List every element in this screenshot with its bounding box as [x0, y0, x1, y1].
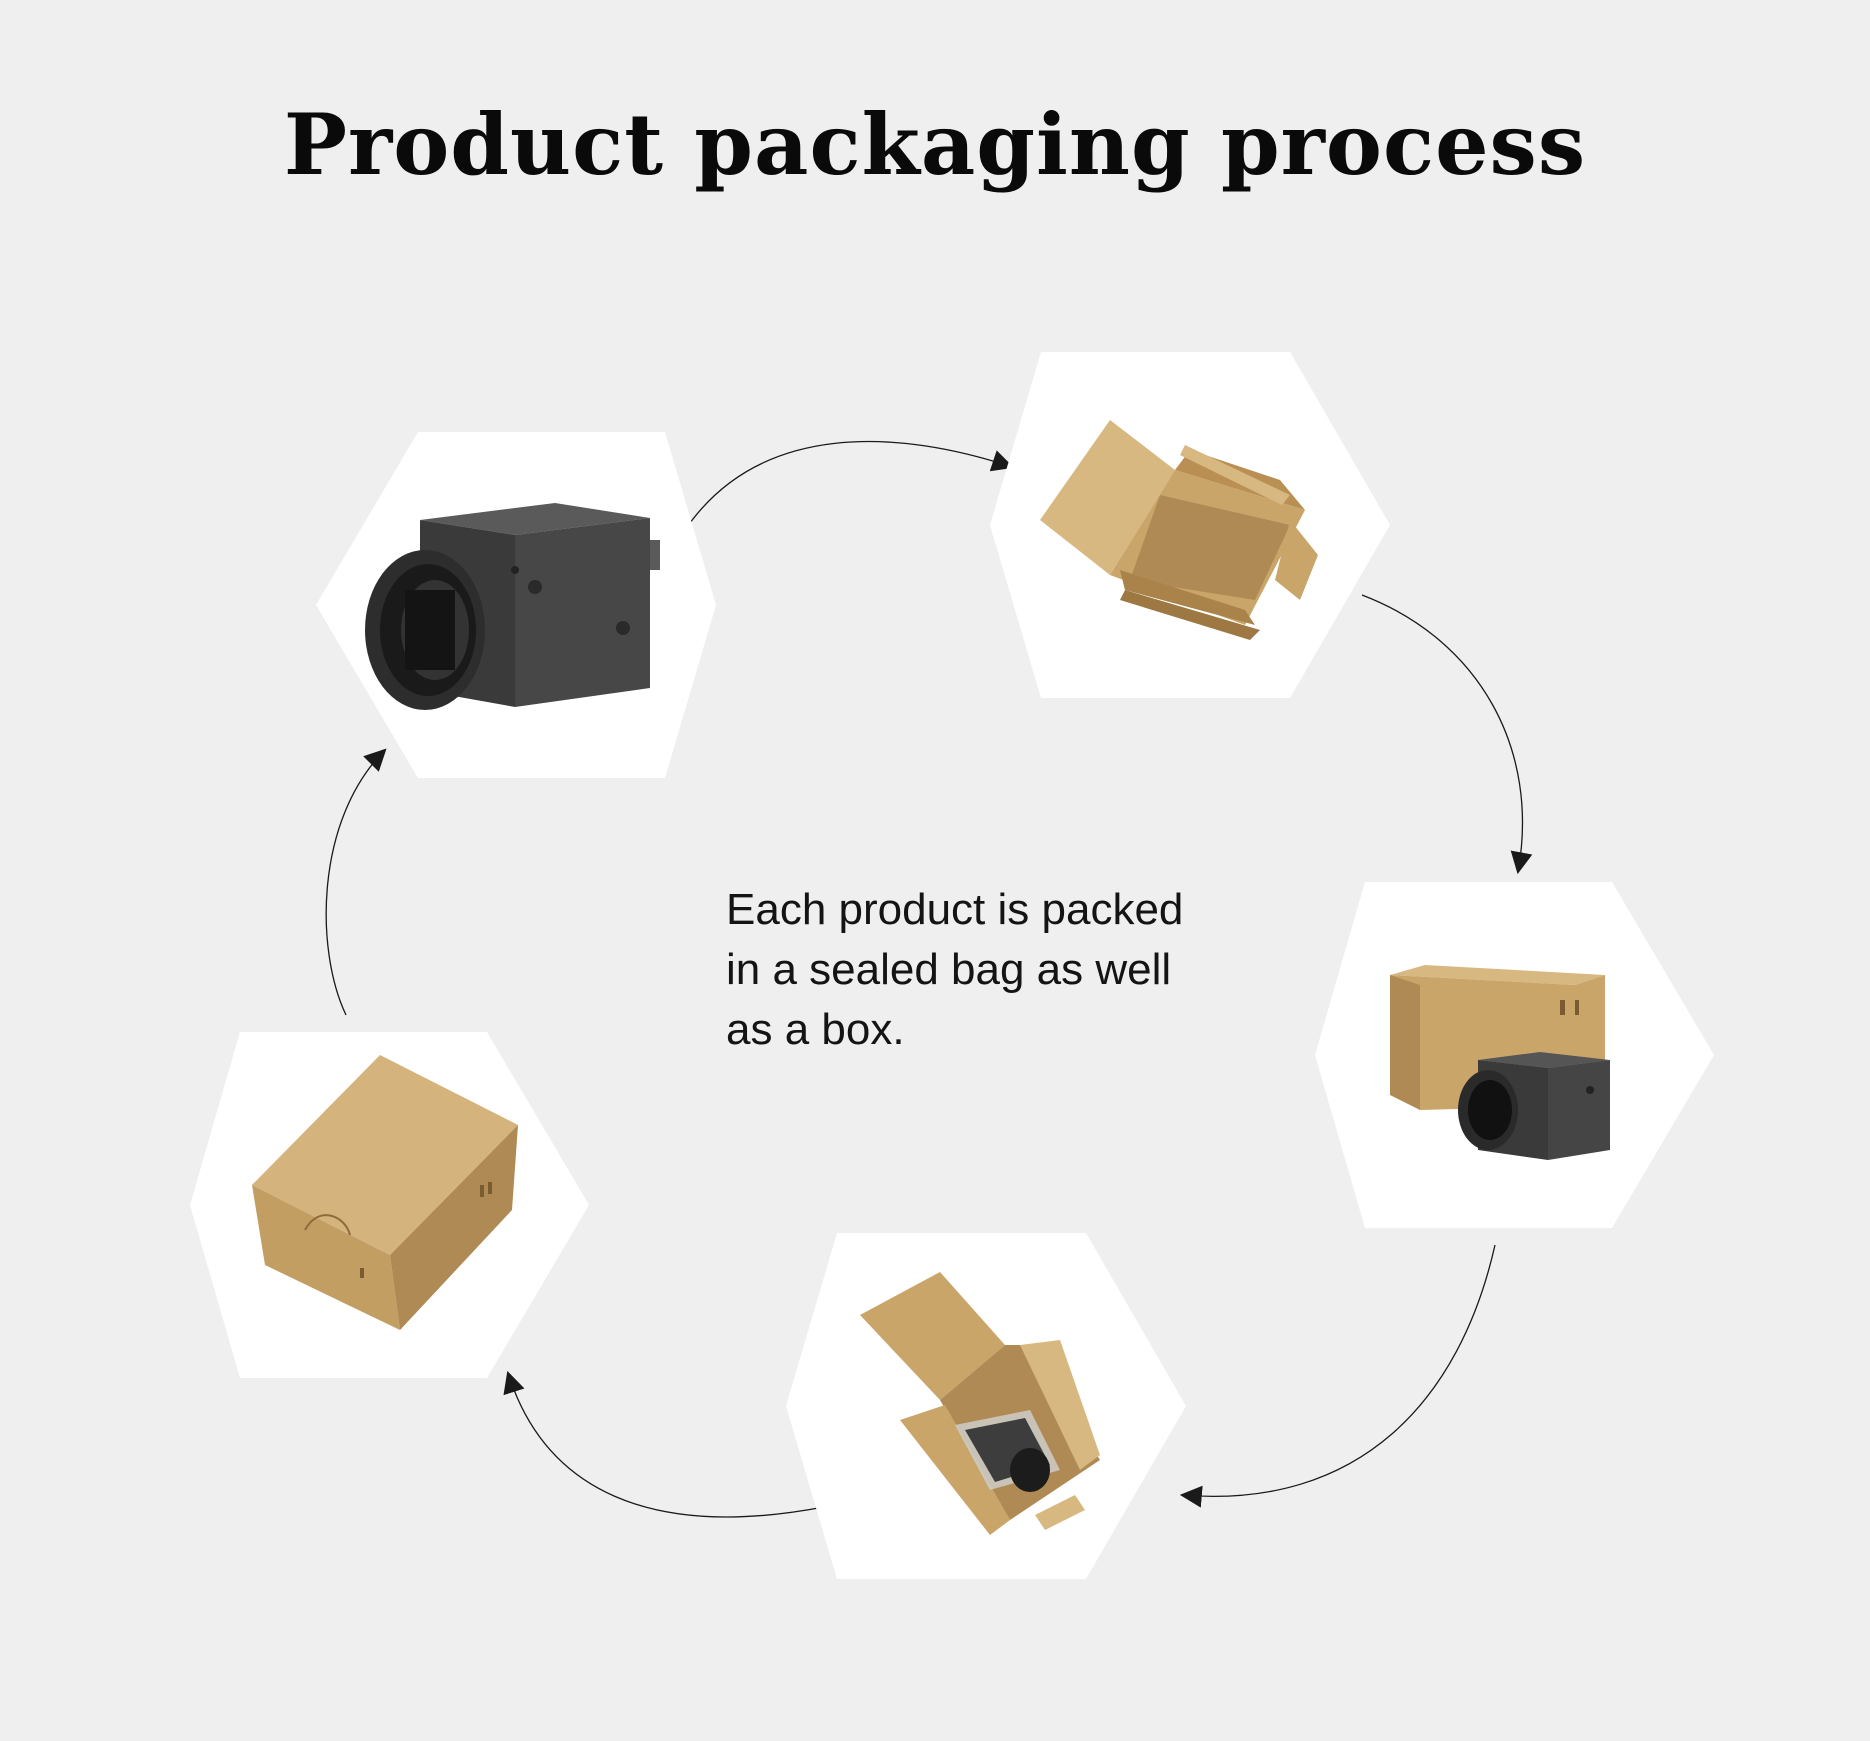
caption-line: as a box.	[726, 1005, 905, 1054]
step-camera	[316, 432, 716, 778]
camera-beside-box-image	[1390, 965, 1610, 1160]
caption-line: in a sealed bag as well	[726, 945, 1172, 994]
arrow-open-box-to-box-and-camera	[1361, 594, 1533, 875]
step-box-and-camera	[1315, 882, 1714, 1228]
caption-line: Each product is packed	[726, 885, 1184, 934]
industrial-camera-image	[365, 503, 660, 710]
arrow-camera-in-box-to-closed-box	[503, 1370, 825, 1518]
process-caption: Each product is packed in a sealed bag a…	[726, 880, 1246, 1060]
diagram-title: Product packaging process	[283, 95, 1587, 194]
arrow-closed-box-to-camera	[325, 748, 387, 1016]
step-camera-in-box	[786, 1233, 1186, 1579]
bagged-camera-in-open-box-image	[860, 1272, 1100, 1535]
step-open-box	[990, 352, 1390, 698]
arrow-camera-to-open-box	[684, 440, 1015, 531]
arrow-box-and-camera-to-camera-in-box	[1179, 1244, 1496, 1508]
open-cardboard-box-image	[1040, 420, 1318, 640]
step-closed-box	[190, 1032, 589, 1378]
cycle-arrows	[325, 440, 1533, 1518]
closed-cardboard-box-image	[252, 1055, 518, 1330]
